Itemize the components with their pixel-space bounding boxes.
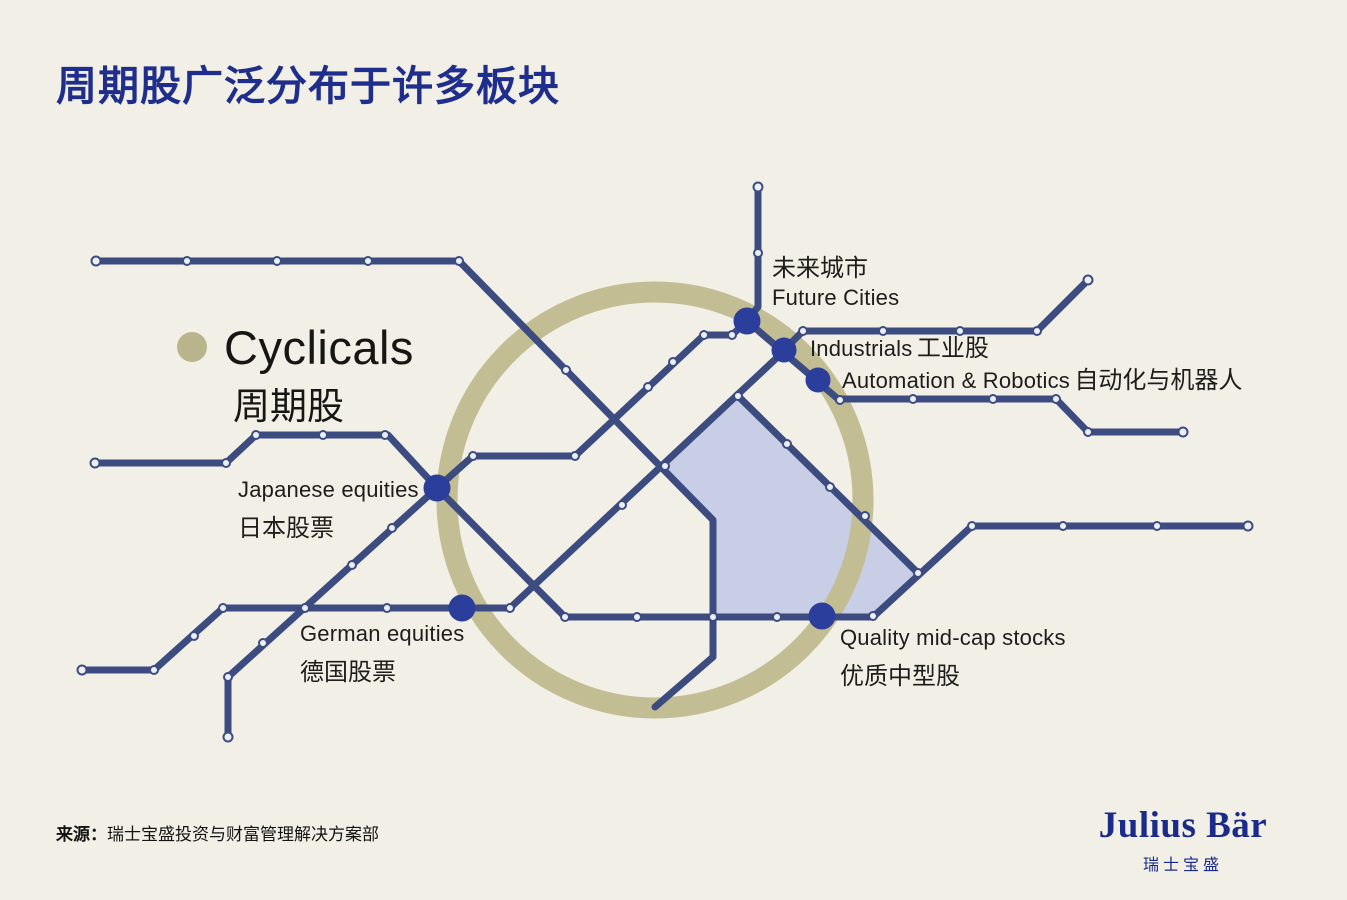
station-german-equities [448, 594, 476, 622]
industrials-en: Industrials [810, 336, 913, 361]
station-automation [805, 367, 831, 393]
legend-label-en: Cyclicals [224, 321, 414, 374]
quality-midcap-zh: 优质中型股 [840, 662, 960, 690]
japanese-equities-en: Japanese equities [238, 477, 419, 502]
station-future-cities [733, 307, 761, 335]
label-automation-robotics: Automation & Robotics 自动化与机器人 [842, 366, 1242, 396]
station-japanese-equities [423, 474, 451, 502]
line-northwest [92, 257, 717, 711]
julius-baer-logo: Julius Bär 瑞士宝盛 [1078, 804, 1288, 875]
station-quality-midcap [808, 602, 836, 630]
source-prefix: 来源： [56, 825, 107, 844]
industrials-zh: 工业股 [916, 335, 989, 362]
logo-chinese-name: 瑞士宝盛 [1142, 857, 1223, 874]
major-stations [423, 307, 836, 630]
label-japanese-equities: Japanese equities 日本股票 [238, 476, 419, 544]
label-german-equities: German equities 德国股票 [300, 620, 464, 688]
automation-zh: 自动化与机器人 [1074, 367, 1243, 394]
german-equities-zh: 德国股票 [300, 658, 396, 686]
label-industrials: Industrials 工业股 [810, 334, 989, 364]
label-quality-midcap: Quality mid-cap stocks 优质中型股 [840, 624, 1066, 692]
japanese-equities-zh: 日本股票 [238, 514, 334, 542]
line-industrials-branch [780, 276, 1092, 354]
cyclicals-legend-dot [177, 332, 207, 362]
legend-label-zh: 周期股 [233, 386, 344, 427]
label-future-cities: 未来城市 Future Cities [772, 254, 899, 312]
station-industrials [771, 337, 797, 363]
future-cities-en: Future Cities [772, 285, 900, 310]
source-note: 来源：瑞士宝盛投资与财富管理解决方案部 [56, 820, 379, 845]
small-stops [76, 181, 1254, 743]
logo-wordmark: Julius Bär [1098, 805, 1268, 846]
quality-midcap-en: Quality mid-cap stocks [840, 625, 1066, 650]
source-text: 瑞士宝盛投资与财富管理解决方案部 [107, 825, 379, 844]
page-title: 周期股广泛分布于许多板块 [56, 63, 560, 109]
automation-en: Automation & Robotics [842, 368, 1070, 393]
future-cities-zh: 未来城市 [772, 255, 868, 282]
german-equities-en: German equities [300, 621, 465, 646]
